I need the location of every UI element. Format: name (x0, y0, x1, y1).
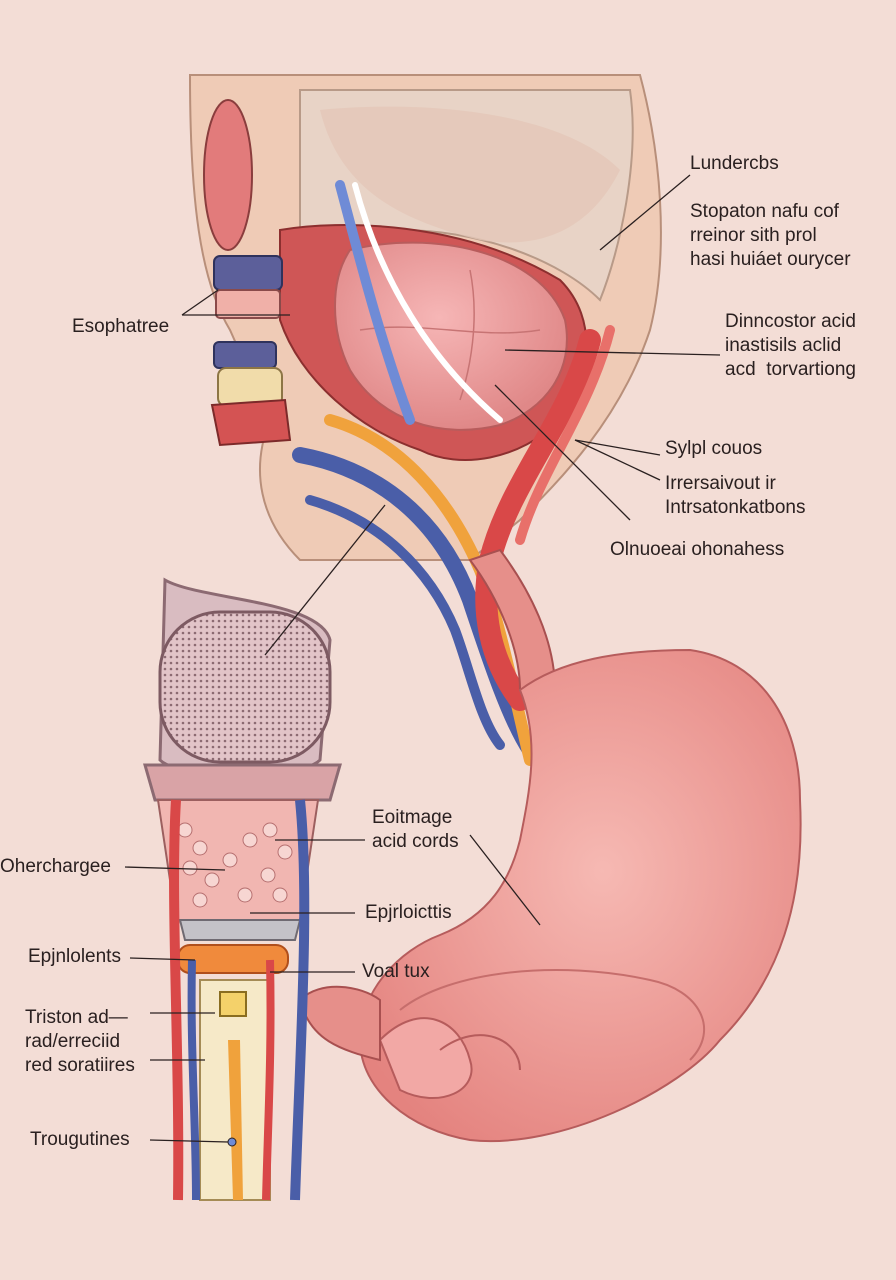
label-upper-right-block: Stopaton nafu cof rreinor sith prol hasi… (690, 201, 851, 270)
leader-dots (227, 1137, 237, 1147)
label-oherchargee: Oherchargee (0, 856, 111, 877)
larynx-structure (143, 577, 342, 1201)
label-olnuoeai: Olnuoeai ohonahess (610, 539, 785, 560)
stomach (298, 648, 802, 1143)
label-sylpl: Sylpl couos (665, 438, 763, 459)
label-epjrloicttis: Epjrloicttis (365, 902, 452, 923)
label-epjnlolents: Epjnlolents (28, 946, 121, 967)
label-eoitmage: Eoitmage acid cords (372, 807, 459, 852)
label-voal-tux: Voal tux (362, 961, 430, 982)
leader-lines (124, 174, 721, 1143)
label-triston: Triston ad— rad/erreciid red soratiires (25, 1007, 135, 1076)
label-trougutines: Trougutines (30, 1129, 130, 1150)
label-mid-right-block: Dinncostor acid inastisils aclid acd tor… (725, 311, 856, 380)
upper-jaw-structures (203, 99, 292, 447)
label-lundercbs: Lundercbs (690, 153, 779, 174)
label-esophatree: Esophatree (72, 316, 170, 337)
label-irrersaint: Irrersaivout ir Intrsatonkatbons (665, 473, 806, 518)
